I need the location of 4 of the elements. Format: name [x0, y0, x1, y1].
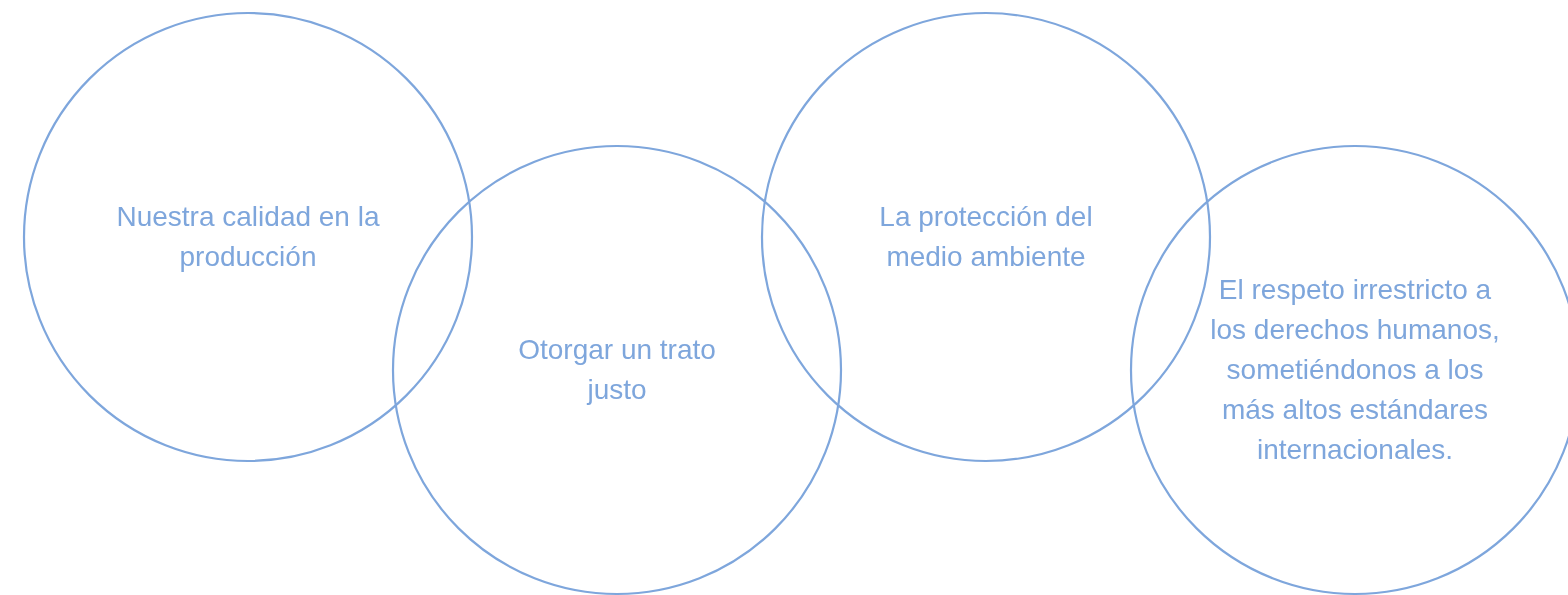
circle-label: El respeto irrestricto a los derechos humanos, sometiéndonos a los más altos estándares internacionales. [1209, 273, 1501, 467]
circle-label: Otorgar un trato justo [517, 333, 717, 407]
circle-label: La protección del medio ambiente [878, 200, 1094, 274]
circle-label: Nuestra calidad en la producción [115, 200, 381, 274]
